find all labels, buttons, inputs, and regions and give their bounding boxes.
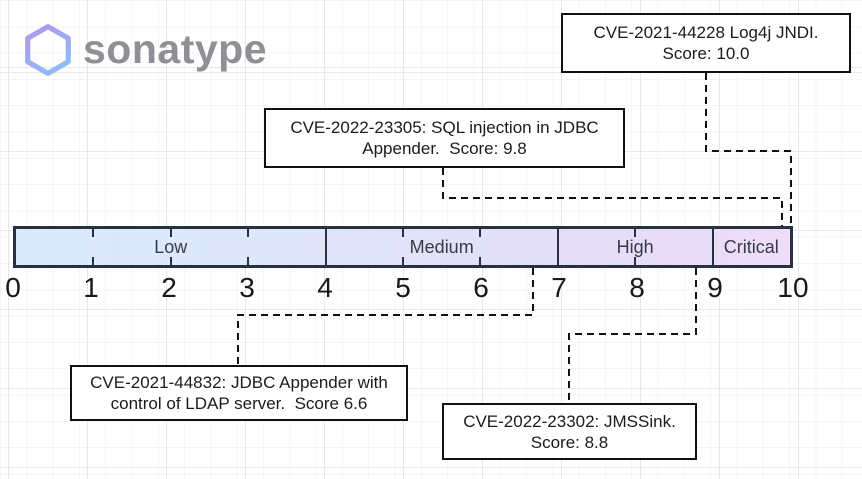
segment-label-high: High (616, 236, 654, 257)
axis-tick-2: 2 (161, 272, 177, 303)
bar-tick-8 (634, 229, 637, 265)
callout-jmssink-line2: Score: 8.8 (530, 432, 609, 452)
divider-9 (711, 229, 714, 265)
axis-tick-9: 9 (707, 272, 723, 303)
divider-4 (324, 229, 327, 265)
axis-tick-8: 8 (629, 272, 645, 303)
callout-ldap-line2: control of LDAP server. Score 6.6 (110, 394, 368, 413)
callout-ldap-line1: CVE-2021-44832: JDBC Appender with (90, 373, 388, 392)
axis-tick-0: 0 (5, 272, 21, 303)
axis-tick-4: 4 (317, 272, 333, 303)
segment-label-critical: Critical (723, 236, 779, 257)
axis-tick-6: 6 (473, 272, 489, 303)
callout-sql-injection: CVE-2022-23305: SQL injection in JDBC Ap… (264, 108, 625, 168)
bar-tick-1 (92, 229, 95, 265)
callout-log4j-line2: Score: 10.0 (662, 44, 750, 63)
connector-score-10 (705, 73, 792, 226)
bar-tick-6 (479, 229, 482, 265)
segment-label-medium: Medium (409, 236, 474, 257)
callout-sql-injection-line2: Appender. Score: 9.8 (362, 139, 527, 158)
bar-tick-3 (247, 229, 250, 265)
callout-log4j: CVE-2021-44228 Log4j JNDI. Score: 10.0 (561, 13, 851, 73)
axis-tick-3: 3 (239, 272, 255, 303)
callout-jmssink: CVE-2022-23302: JMSSink. Score: 8.8 (442, 403, 697, 460)
axis-tick-1: 1 (83, 272, 99, 303)
bar-tick-2 (169, 229, 172, 265)
axis-tick-5: 5 (395, 272, 411, 303)
bar-tick-5 (402, 229, 404, 265)
segment-label-low: Low (154, 236, 188, 257)
callout-log4j-line1: CVE-2021-44228 Log4j JNDI. (593, 23, 819, 42)
sonatype-logo: sonatype (22, 24, 267, 76)
axis-tick-7: 7 (551, 272, 567, 303)
severity-scale-bar: Low Medium High Critical (13, 226, 793, 268)
connector-score-9-8 (442, 168, 783, 226)
divider-7 (556, 229, 559, 265)
callout-ldap: CVE-2021-44832: JDBC Appender with contr… (70, 365, 408, 421)
hexagon-icon (25, 24, 71, 76)
logo-wordmark: sonatype (83, 25, 267, 72)
callout-jmssink-line1: CVE-2022-23302: JMSSink. (463, 411, 676, 431)
axis-tick-10: 10 (777, 272, 809, 303)
callout-sql-injection-line1: CVE-2022-23305: SQL injection in JDBC (290, 118, 599, 137)
